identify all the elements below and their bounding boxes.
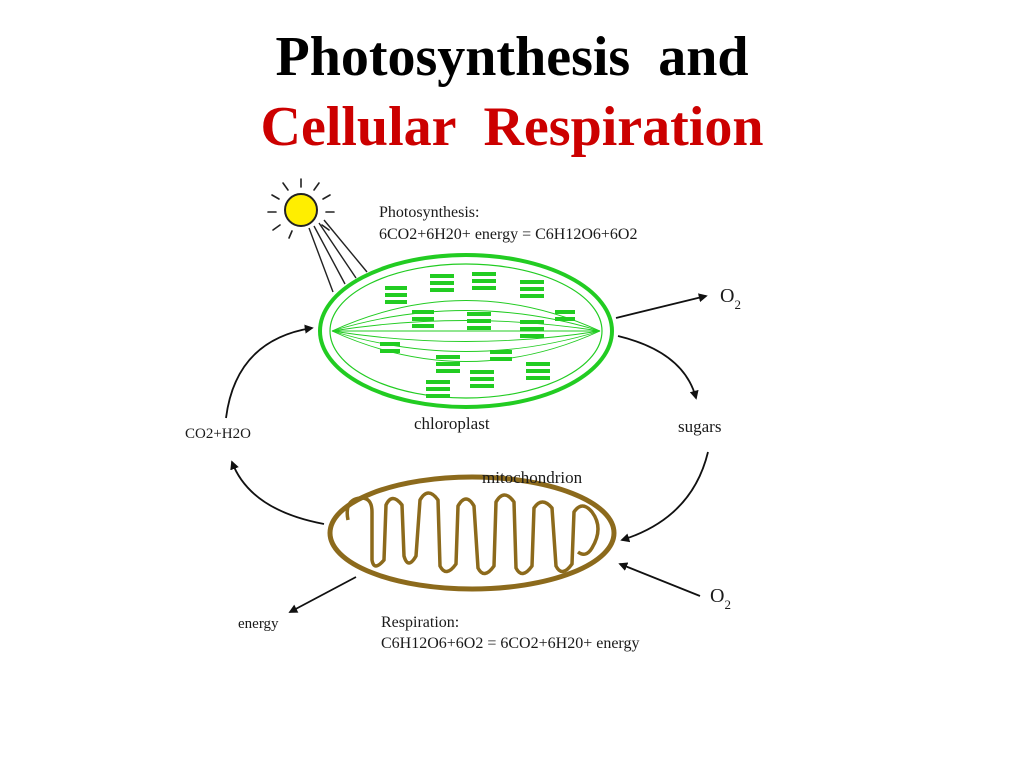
chloroplast-icon [318, 253, 614, 409]
sun-icon [267, 178, 335, 239]
mitochondrion-icon [327, 474, 617, 592]
title-block: Photosynthesis and Cellular Respiration [0, 22, 1024, 162]
sugars-label: sugars [678, 417, 721, 436]
arrow-mitochondrion-to-energy [288, 576, 357, 613]
title-line-cellular-respiration: Cellular Respiration [260, 96, 764, 158]
o2-top-label: O2 [720, 285, 741, 312]
o2-top-subscript: 2 [734, 297, 741, 312]
arrow-sugars-to-mitochondrion [620, 451, 709, 543]
arrow-chloroplast-to-sugars [617, 335, 699, 400]
arrow-o2-to-mitochondrion [618, 562, 701, 597]
respiration-equation: C6H12O6+6O2 = 6CO2+6H20+ energy [381, 635, 639, 652]
photosynthesis-heading: Photosynthesis: [379, 204, 479, 221]
title-line-photosynthesis: Photosynthesis and [275, 26, 749, 88]
co2-h2o-label: CO2+H2O [185, 426, 251, 442]
chloroplast-label: chloroplast [414, 414, 490, 433]
o2-bottom-label: O2 [710, 585, 731, 612]
mitochondrion-label: mitochondrion [482, 468, 583, 487]
arrow-chloroplast-to-o2 [615, 293, 708, 319]
o2-bottom-subscript: 2 [724, 597, 731, 612]
arrow-mitochondrion-to-co2 [230, 460, 325, 525]
sunlight-rays [308, 219, 368, 293]
arrow-co2-to-chloroplast [225, 324, 314, 419]
energy-label: energy [238, 616, 279, 632]
respiration-heading: Respiration: [381, 614, 459, 631]
photosynthesis-equation: 6CO2+6H20+ energy = C6H12O6+6O2 [379, 226, 637, 243]
cycle-arrows [225, 293, 709, 613]
